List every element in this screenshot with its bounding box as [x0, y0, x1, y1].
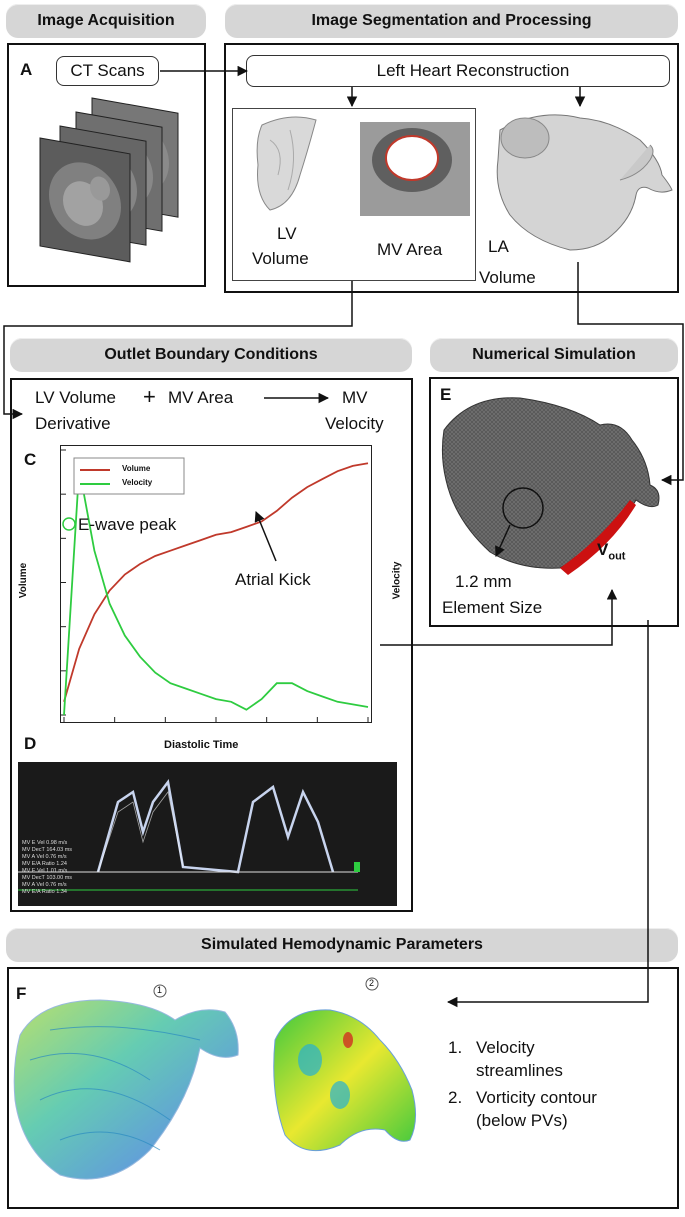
legend-velocity: Velocity	[122, 478, 153, 487]
element-size-value: 1.2 mm	[455, 572, 512, 591]
plus-sign: +	[143, 384, 156, 409]
mv-area-eq: MV Area	[168, 388, 234, 407]
doppler-readout: MV E/A Ratio 1.34	[22, 889, 67, 895]
mv-velocity-label-2: Velocity	[325, 414, 384, 433]
chart-ylabel-right: Velocity	[391, 561, 403, 600]
panel-f	[7, 967, 679, 1209]
doppler-readout: MV A Vel 0.76 m/s	[22, 854, 67, 860]
chart-frame	[60, 445, 372, 723]
lv-volume-label-2: Volume	[252, 249, 309, 268]
panel-letter-e: E	[440, 385, 452, 404]
mv-velocity-label-1: MV	[342, 388, 368, 407]
doppler-readout: MV E Vel 1.01 m/s	[22, 868, 68, 874]
panel-letter-f: F	[16, 984, 27, 1003]
atrial-kick-annotation: Atrial Kick	[235, 570, 311, 589]
doppler-readout: MV DecT 164.03 ms	[22, 847, 73, 853]
panel-letter-c: C	[24, 450, 37, 469]
header-simulated-hemodynamic: Simulated Hemodynamic Parameters	[6, 928, 678, 962]
doppler-readout: MV A Vel 0.76 m/s	[22, 882, 67, 888]
marker-1: 1	[157, 985, 163, 995]
vout-sub: out	[608, 550, 626, 563]
chart-ylabel-left: Volume	[18, 562, 30, 599]
la-volume-label-1: LA	[488, 237, 509, 256]
vout-main: V	[597, 540, 609, 559]
doppler-readout: MV E Vel 0.98 m/s	[22, 840, 68, 846]
lv-derivative-label-2: Derivative	[35, 414, 111, 433]
ct-scans-box: CT Scans	[56, 56, 159, 86]
lv-derivative-label-1: LV Volume	[35, 388, 116, 407]
element-size-label: Element Size	[442, 598, 543, 617]
lv-volume-label-1: LV	[277, 224, 297, 243]
panel-e	[429, 377, 679, 627]
header-outlet-boundary: Outlet Boundary Conditions	[10, 338, 412, 372]
vout-label: Vout	[597, 540, 625, 562]
panel-letter-d: D	[24, 734, 37, 753]
doppler-readout: MV DecT 103.00 ms	[22, 875, 73, 881]
doppler-readout: MV E/A Ratio 1.24	[22, 861, 67, 867]
header-image-segmentation: Image Segmentation and Processing	[225, 4, 678, 38]
panel-b	[224, 43, 679, 293]
la-volume-label-2: Volume	[479, 268, 536, 287]
header-image-acquisition: Image Acquisition	[6, 4, 206, 38]
header-numerical-simulation: Numerical Simulation	[430, 338, 678, 372]
lv-mv-subpanel	[232, 108, 476, 281]
hemodynamic-list-item: 2.Vorticity contour(below PVs)	[448, 1088, 597, 1130]
mv-area-label: MV Area	[377, 240, 443, 259]
marker-2: 2	[369, 978, 375, 988]
doppler-waveform	[18, 778, 360, 891]
legend-volume: Volume	[122, 464, 151, 473]
e-wave-peak-annotation: E-wave peak	[78, 515, 177, 534]
left-heart-reconstruction-box: Left Heart Reconstruction	[246, 55, 670, 87]
chart-xlabel: Diastolic Time	[164, 739, 239, 751]
panel-outlet	[10, 378, 413, 912]
panel-letter-a: A	[20, 60, 33, 79]
